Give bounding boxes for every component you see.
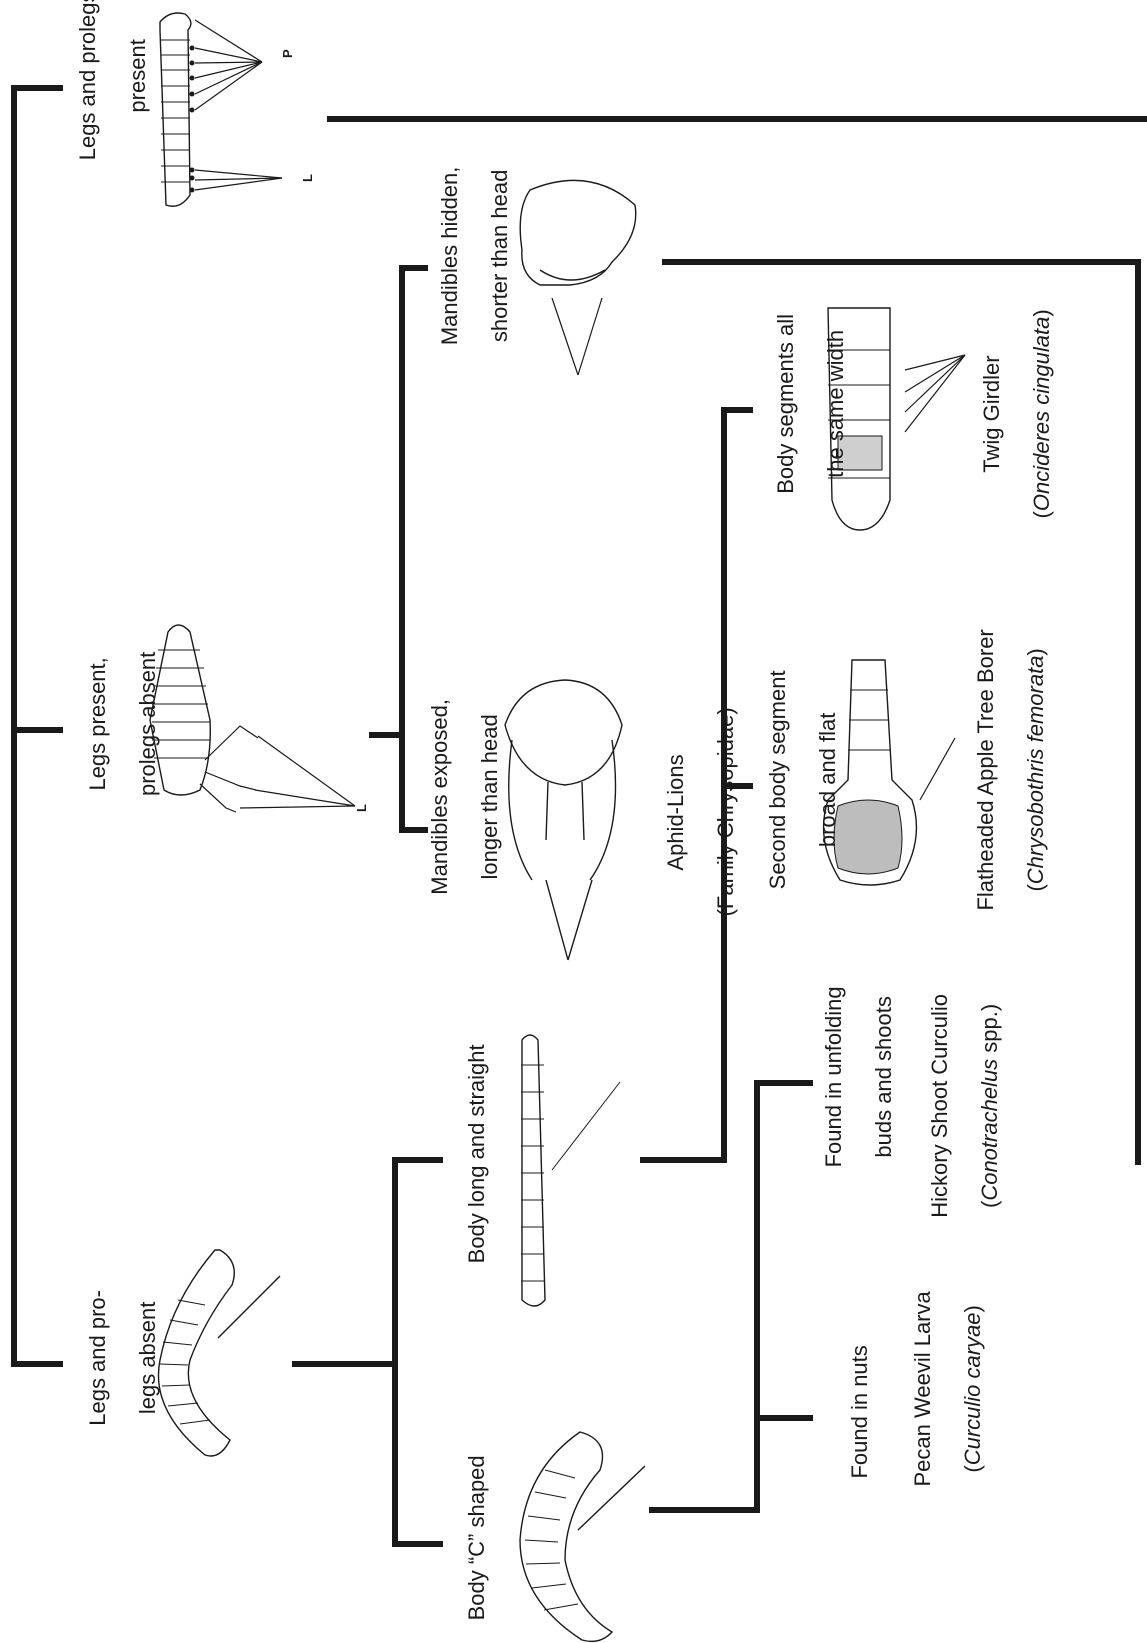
bracket-level-1 [14,88,60,1364]
caterpillar-illustration [160,13,282,206]
legs-label-top: L [300,174,315,182]
couplet-text-line: shorter than head [487,170,512,342]
couplet-body-long-straight: Body long and straight [439,1044,489,1275]
taxon-common-name: Flatheaded Apple Tree Borer [973,629,998,910]
couplet-mandibles-exposed: Mandibles exposed, longer than head [402,699,502,907]
taxon-common-name: Pecan Weevil Larva [910,1291,935,1486]
couplet-mandibles-hidden: Mandibles hidden, shorter than head [412,167,512,358]
couplet-text-line: Mandibles exposed, [427,699,452,895]
couplet-body-c-shaped: Body “C” shaped [439,1455,489,1632]
prolegs-label: P [280,49,295,58]
taxon-common-name: Aphid-Lions [663,754,688,870]
couplet-segments-same-width: Body segments all the same width [748,314,848,506]
bracket-legless [295,1160,440,1544]
couplet-text-line: broad and flat [815,713,840,848]
couplet-text-line: legs absent [135,1302,160,1415]
couplet-text-line: Body segments all [773,314,798,494]
taxon-flatheaded-borer: Flatheaded Apple Tree Borer (Chrysobothr… [948,629,1048,923]
taxon-scientific-suffix: spp. [977,1011,1002,1059]
grub-larva-illustration [158,1250,280,1456]
taxon-scientific-name: (Family Chrysopidae) [713,707,738,916]
taxon-scientific-name: Curculio caryae [960,1312,985,1465]
couplet-text-line: buds and shoots [871,996,896,1157]
legs-label-middle: L [354,804,369,812]
taxon-aphid-lions: Aphid-Lions (Family Chrysopidae) [638,707,738,928]
taxon-pecan-weevil: Pecan Weevil Larva (Curculio caryae) [885,1291,985,1498]
couplet-text-line: Found in nuts [847,1345,872,1478]
couplet-legs-prolegs-present: Legs and prolegs present [50,0,150,173]
couplet-text-line: prolegs absent [135,652,160,796]
couplet-text-line: Legs and prolegs [75,0,100,160]
flatheaded-borer-larva-illustration [824,660,955,885]
taxon-twig-girdler: Twig Girdler (Oncideres cingulata) [954,309,1054,530]
couplet-unfolding-buds: Found in unfolding buds and shoots [796,986,896,1179]
couplet-found-in-nuts: Found in nuts [822,1345,872,1491]
couplet-text-line: present [125,39,150,112]
couplet-text-line: Second body segment [765,670,790,889]
lacewing-larva-illustration [150,625,355,812]
exposed-mandible-head-illustration [505,680,622,960]
couplet-text-line: Body long and straight [464,1044,489,1263]
taxon-common-name: Hickory Shoot Curculio [927,994,952,1218]
twig-girdler-larva-illustration [828,308,965,530]
taxon-scientific-name: Oncideres cingulata [1029,317,1054,511]
couplet-legs-prolegs-absent: Legs and pro- legs absent [60,1290,160,1438]
couplet-second-segment-broad: Second body segment broad and flat [740,670,840,901]
couplet-text-line: the same width [823,330,848,478]
straight-larva-illustration [521,1035,620,1306]
bracket-c-shaped [652,1083,810,1510]
couplet-text-line: longer than head [477,714,502,879]
couplet-text-line: Legs and pro- [85,1290,110,1426]
couplet-text-line: Body “C” shaped [464,1455,489,1620]
couplet-text-line: Found in unfolding [821,986,846,1167]
couplet-text-line: Legs present, [85,657,110,790]
taxon-common-name: Twig Girdler [979,355,1004,472]
taxon-scientific-name: Chrysobothris femorata [1023,656,1048,885]
couplet-text-line: Mandibles hidden, [437,167,462,346]
hidden-mandible-head-illustration [520,180,636,375]
taxon-hickory-curculio: Hickory Shoot Curculio (Conotrachelus sp… [902,994,1002,1230]
c-shaped-weevil-larva-illustration [520,1432,645,1641]
couplet-legs-present-prolegs-absent: Legs present, prolegs absent [60,652,160,809]
taxon-scientific-name: Conotrachelus [977,1059,1002,1201]
